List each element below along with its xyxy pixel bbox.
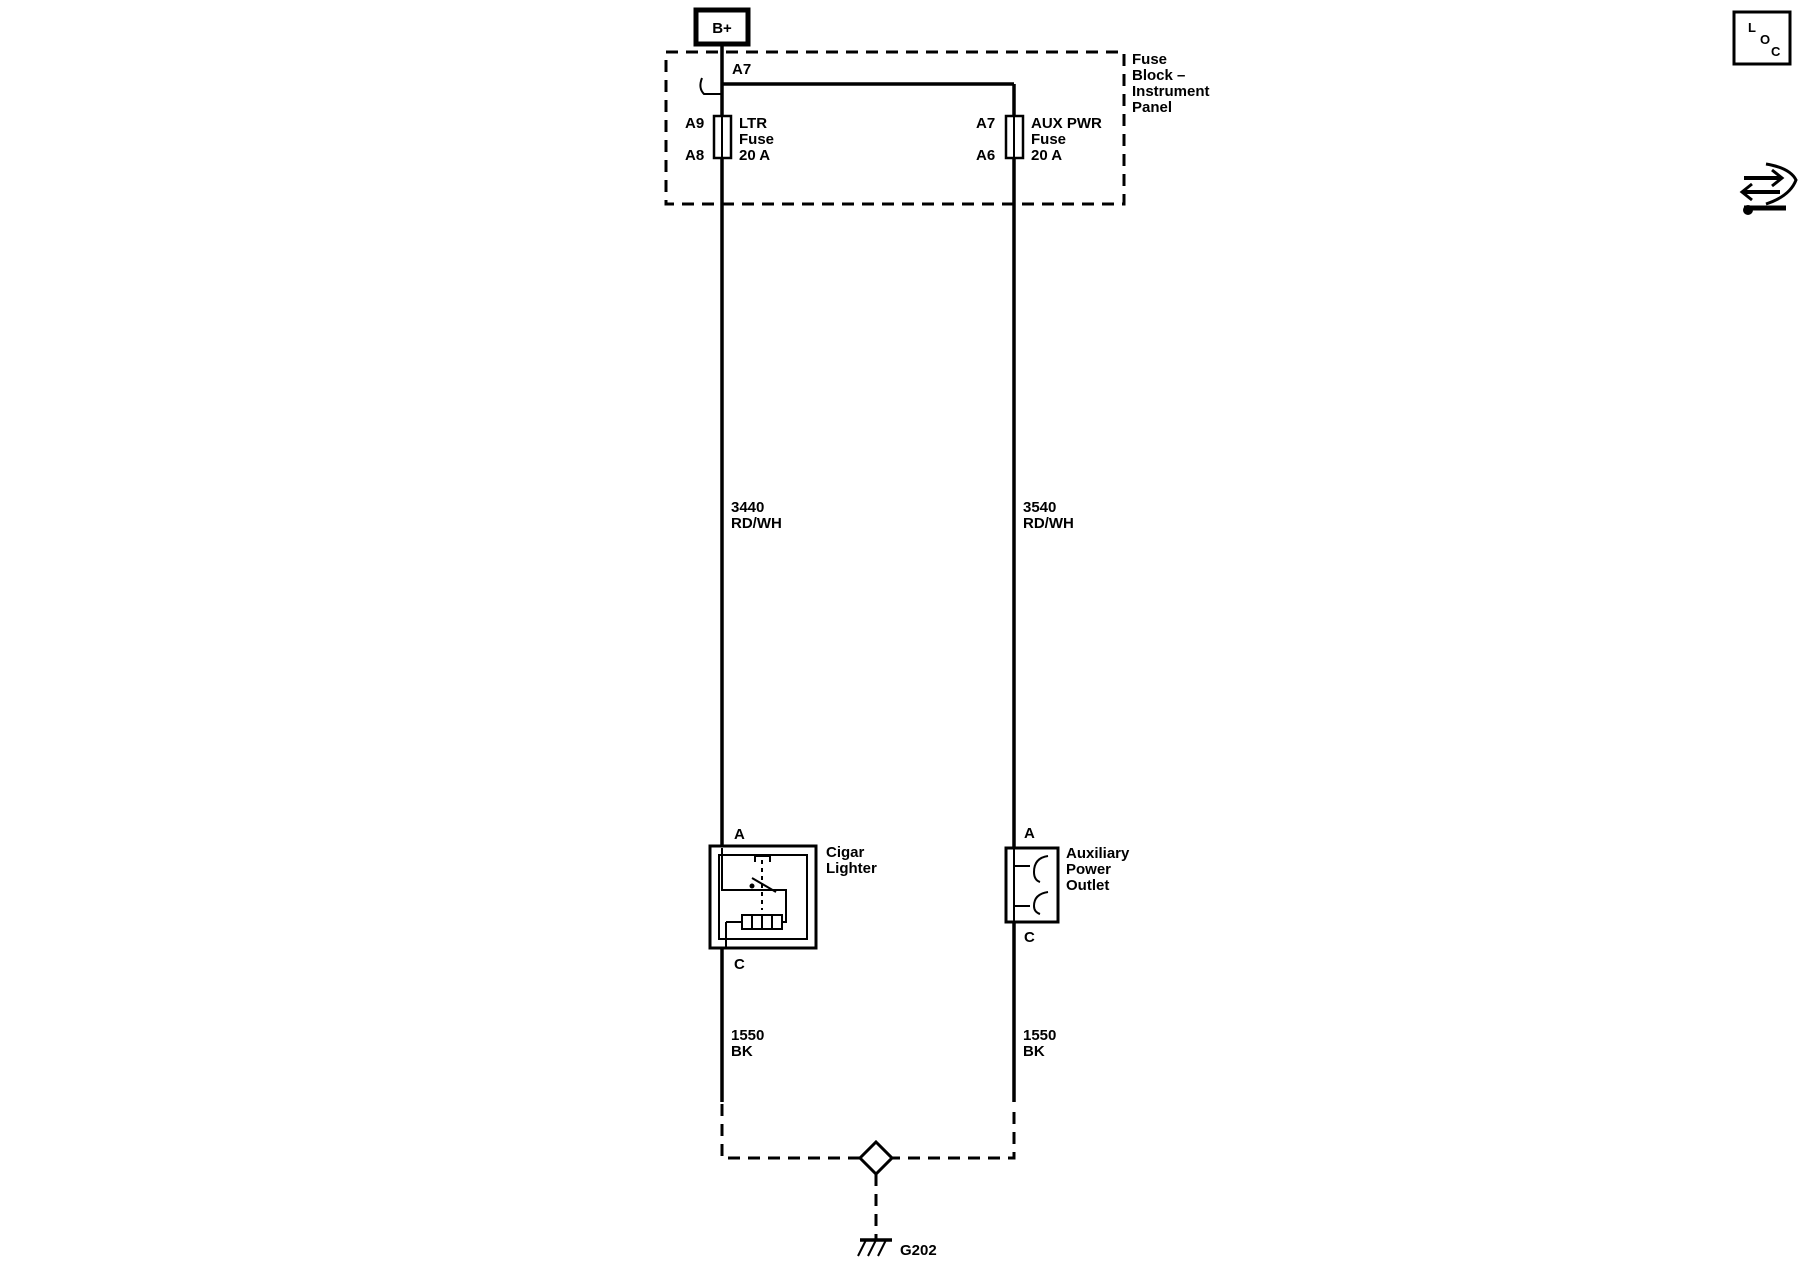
aux-fuse-name: AUX PWR (1031, 115, 1102, 132)
aux-outlet-pin-top: A (1024, 825, 1035, 842)
component-locator-icon[interactable]: L O C (1732, 10, 1792, 66)
fuse-block-input-pin: A7 (732, 61, 751, 78)
ltr-fuse-pin-in: A9 (685, 115, 704, 132)
aux-outlet-label-2: Power (1066, 861, 1111, 878)
ground-color-right: BK (1023, 1043, 1045, 1060)
fuse-block-label: Fuse Block – Instrument Panel (1132, 51, 1210, 116)
bus-hook-symbol (699, 77, 722, 95)
ltr-fuse-name: LTR (739, 115, 767, 132)
aux-pwr-fuse (1004, 114, 1025, 160)
ltr-fuse-rating: 20 A (739, 147, 770, 164)
cigar-lighter-symbol (708, 844, 818, 950)
circuit-label-left: 3440 (731, 499, 764, 516)
ground-circuit-right: 1550 (1023, 1027, 1056, 1044)
fuse-block-boundary (664, 50, 1126, 206)
circuit-color-left: RD/WH (731, 515, 782, 532)
svg-text:C: C (1771, 44, 1781, 59)
svg-text:O: O (1760, 32, 1770, 47)
splice-diamond (857, 1139, 895, 1177)
aux-fuse-type: Fuse (1031, 131, 1066, 148)
ground-symbol (857, 1238, 892, 1257)
svg-text:Instrument: Instrument (1132, 83, 1210, 100)
cigar-lighter-pin-top: A (734, 826, 745, 843)
ltr-fuse (712, 114, 733, 160)
circuit-color-right: RD/WH (1023, 515, 1074, 532)
ground-color-left: BK (731, 1043, 753, 1060)
power-label: B+ (712, 20, 732, 37)
ground-circuit-left: 1550 (731, 1027, 764, 1044)
ltr-fuse-type: Fuse (739, 131, 774, 148)
circuit-label-right: 3540 (1023, 499, 1056, 516)
auxiliary-power-outlet-symbol (1004, 846, 1060, 924)
connector-end-view-icon[interactable] (1739, 162, 1798, 215)
ltr-fuse-pin-out: A8 (685, 147, 704, 164)
cigar-lighter-label-2: Lighter (826, 860, 877, 877)
cigar-lighter-label: Cigar (826, 844, 865, 861)
aux-fuse-rating: 20 A (1031, 147, 1062, 164)
ground-label: G202 (900, 1242, 937, 1259)
aux-outlet-label: Auxiliary (1066, 845, 1130, 862)
aux-fuse-pin-out: A6 (976, 147, 995, 164)
svg-text:Fuse: Fuse (1132, 51, 1167, 68)
aux-outlet-label-3: Outlet (1066, 877, 1109, 894)
svg-text:L: L (1748, 20, 1756, 35)
svg-text:Block –: Block – (1132, 67, 1185, 84)
svg-text:Panel: Panel (1132, 99, 1172, 116)
cigar-lighter-pin-bottom: C (734, 956, 745, 973)
aux-outlet-pin-bottom: C (1024, 929, 1035, 946)
aux-fuse-pin-in: A7 (976, 115, 995, 132)
battery-positive-source: B+ (693, 7, 751, 47)
